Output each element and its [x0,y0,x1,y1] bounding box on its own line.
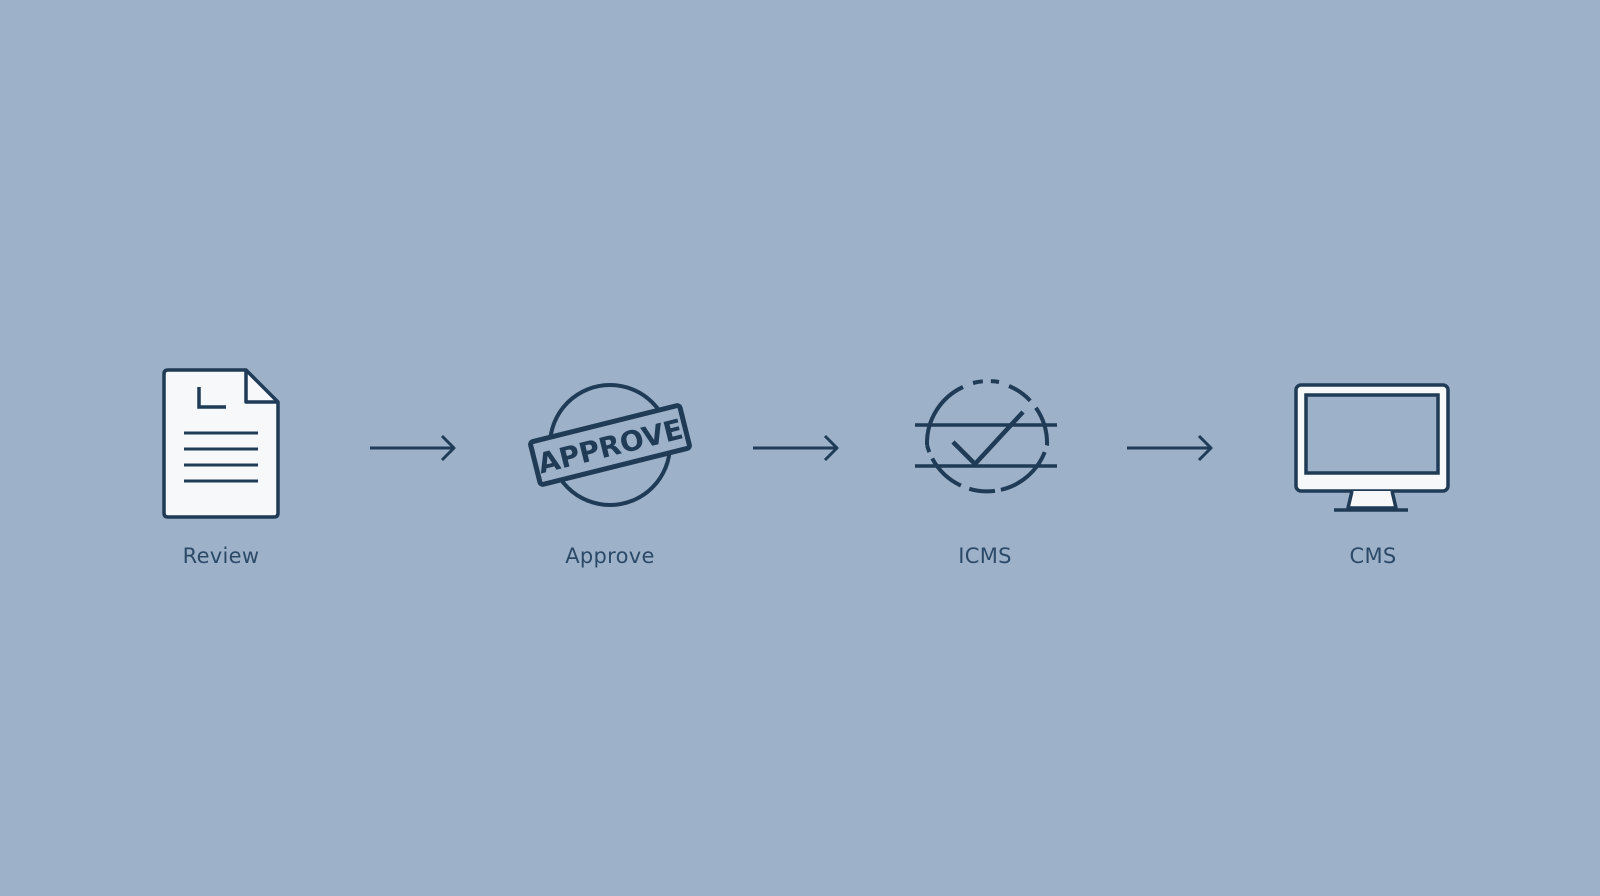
monitor-icon [1273,360,1473,530]
step-approve: APPROVE Approve [490,360,730,620]
document-icon [121,360,321,530]
step-review: Review [101,360,341,620]
approve-stamp-icon: APPROVE [510,360,710,530]
check-circle-icon [885,360,1085,530]
arrow-right-icon [362,428,462,468]
step-icms: ICMS [865,360,1105,620]
arrow-right-icon [745,428,845,468]
step-cms: CMS [1253,360,1493,620]
step-label-icms: ICMS [958,544,1012,568]
step-label-approve: Approve [565,544,655,568]
step-label-cms: CMS [1349,544,1397,568]
step-label-review: Review [182,544,260,568]
arrow-right-icon [1119,428,1219,468]
